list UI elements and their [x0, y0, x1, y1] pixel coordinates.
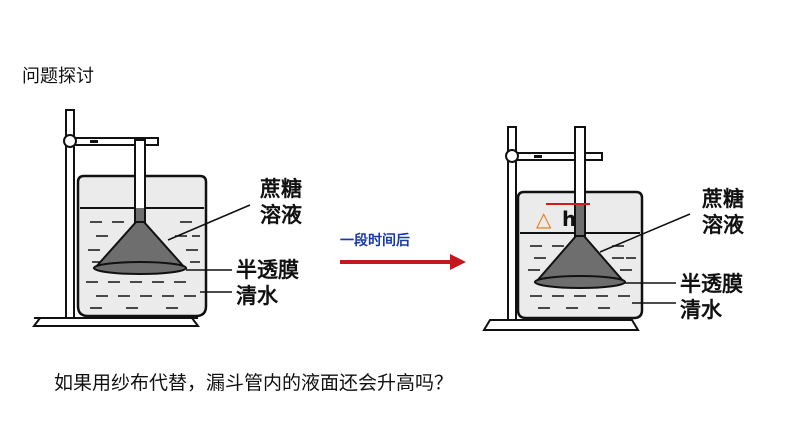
right-clamp-arm — [515, 152, 603, 161]
height-symbol: h — [562, 207, 577, 231]
right-membrane — [534, 275, 626, 289]
right-water-label: 清水 — [680, 298, 722, 322]
right-clamp-knob — [505, 149, 519, 163]
left-stand-base — [32, 317, 200, 327]
transition-arrow — [340, 254, 466, 270]
right-sucrose-label-line1: 蔗糖 — [702, 187, 744, 211]
right-sucrose-label-line2: 溶液 — [702, 213, 744, 237]
left-membrane-label: 半透膜 — [236, 258, 299, 282]
left-membrane — [93, 261, 187, 275]
delta-symbol: △ — [536, 207, 552, 231]
page-title: 问题探讨 — [22, 66, 94, 87]
left-water-label: 清水 — [236, 284, 278, 308]
right-stand-base — [482, 319, 640, 331]
left-sucrose-label-line1: 蔗糖 — [260, 177, 302, 201]
left-sucrose-label-line2: 溶液 — [260, 203, 302, 227]
arrow-label: 一段时间后 — [340, 233, 410, 249]
right-stand-rod — [507, 126, 517, 321]
left-stand-rod — [65, 109, 75, 319]
left-apparatus — [32, 109, 251, 327]
right-apparatus — [482, 126, 691, 331]
question-text: 如果用纱布代替，漏斗管内的液面还会升高吗？ — [54, 372, 454, 394]
right-membrane-label: 半透膜 — [680, 272, 743, 296]
left-clamp-knob — [63, 134, 77, 148]
